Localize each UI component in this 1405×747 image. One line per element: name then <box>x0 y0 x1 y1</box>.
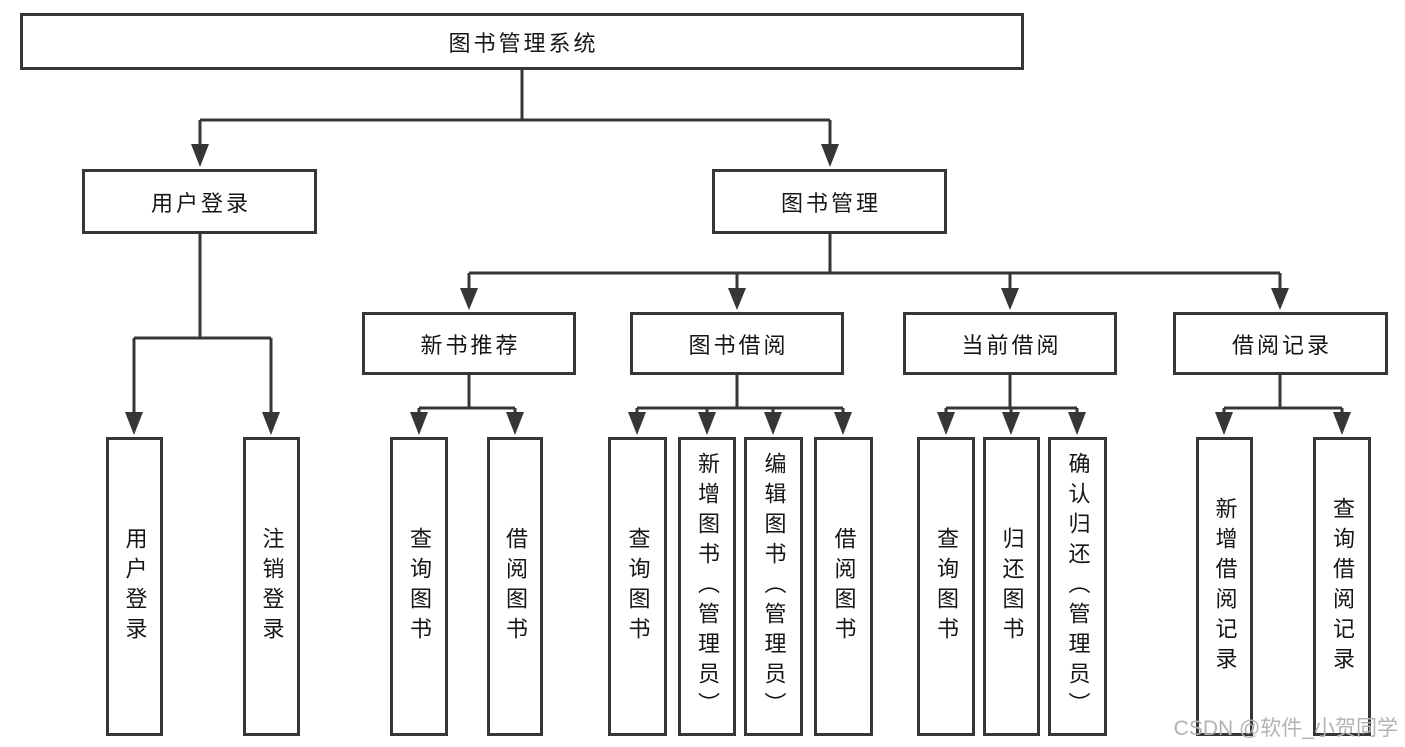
leaf-return-book: 归还图书 <box>983 437 1040 736</box>
node-new-book-recommend: 新书推荐 <box>362 312 576 375</box>
connector-lines <box>132 70 1344 412</box>
watermark-text: CSDN @软件_小贺同学 <box>1173 717 1398 740</box>
leaf-query-books-current: 查询图书 <box>917 437 975 736</box>
node-current-borrowing: 当前借阅 <box>903 312 1117 375</box>
node-book-management: 图书管理 <box>712 169 947 234</box>
leaf-edit-book-admin: 编辑图书（管理员） <box>744 437 803 736</box>
leaf-add-borrow-record: 新增借阅记录 <box>1196 437 1253 736</box>
leaf-confirm-return-admin: 确认归还（管理员） <box>1048 437 1107 736</box>
leaf-query-books-borrowing: 查询图书 <box>608 437 667 736</box>
connector-arrowheads <box>125 144 1351 435</box>
node-book-management-system: 图书管理系统 <box>20 13 1024 70</box>
leaf-add-book-admin: 新增图书（管理员） <box>678 437 736 736</box>
leaf-query-borrow-record: 查询借阅记录 <box>1313 437 1371 736</box>
leaf-borrow-books-borrowing: 借阅图书 <box>814 437 873 736</box>
leaf-borrow-books-newbook: 借阅图书 <box>487 437 543 736</box>
node-borrowing-records: 借阅记录 <box>1173 312 1388 375</box>
leaf-user-login: 用户登录 <box>106 437 163 736</box>
node-book-borrowing: 图书借阅 <box>630 312 844 375</box>
leaf-query-books-newbook: 查询图书 <box>390 437 448 736</box>
node-user-login: 用户登录 <box>82 169 317 234</box>
leaf-logout: 注销登录 <box>243 437 300 736</box>
